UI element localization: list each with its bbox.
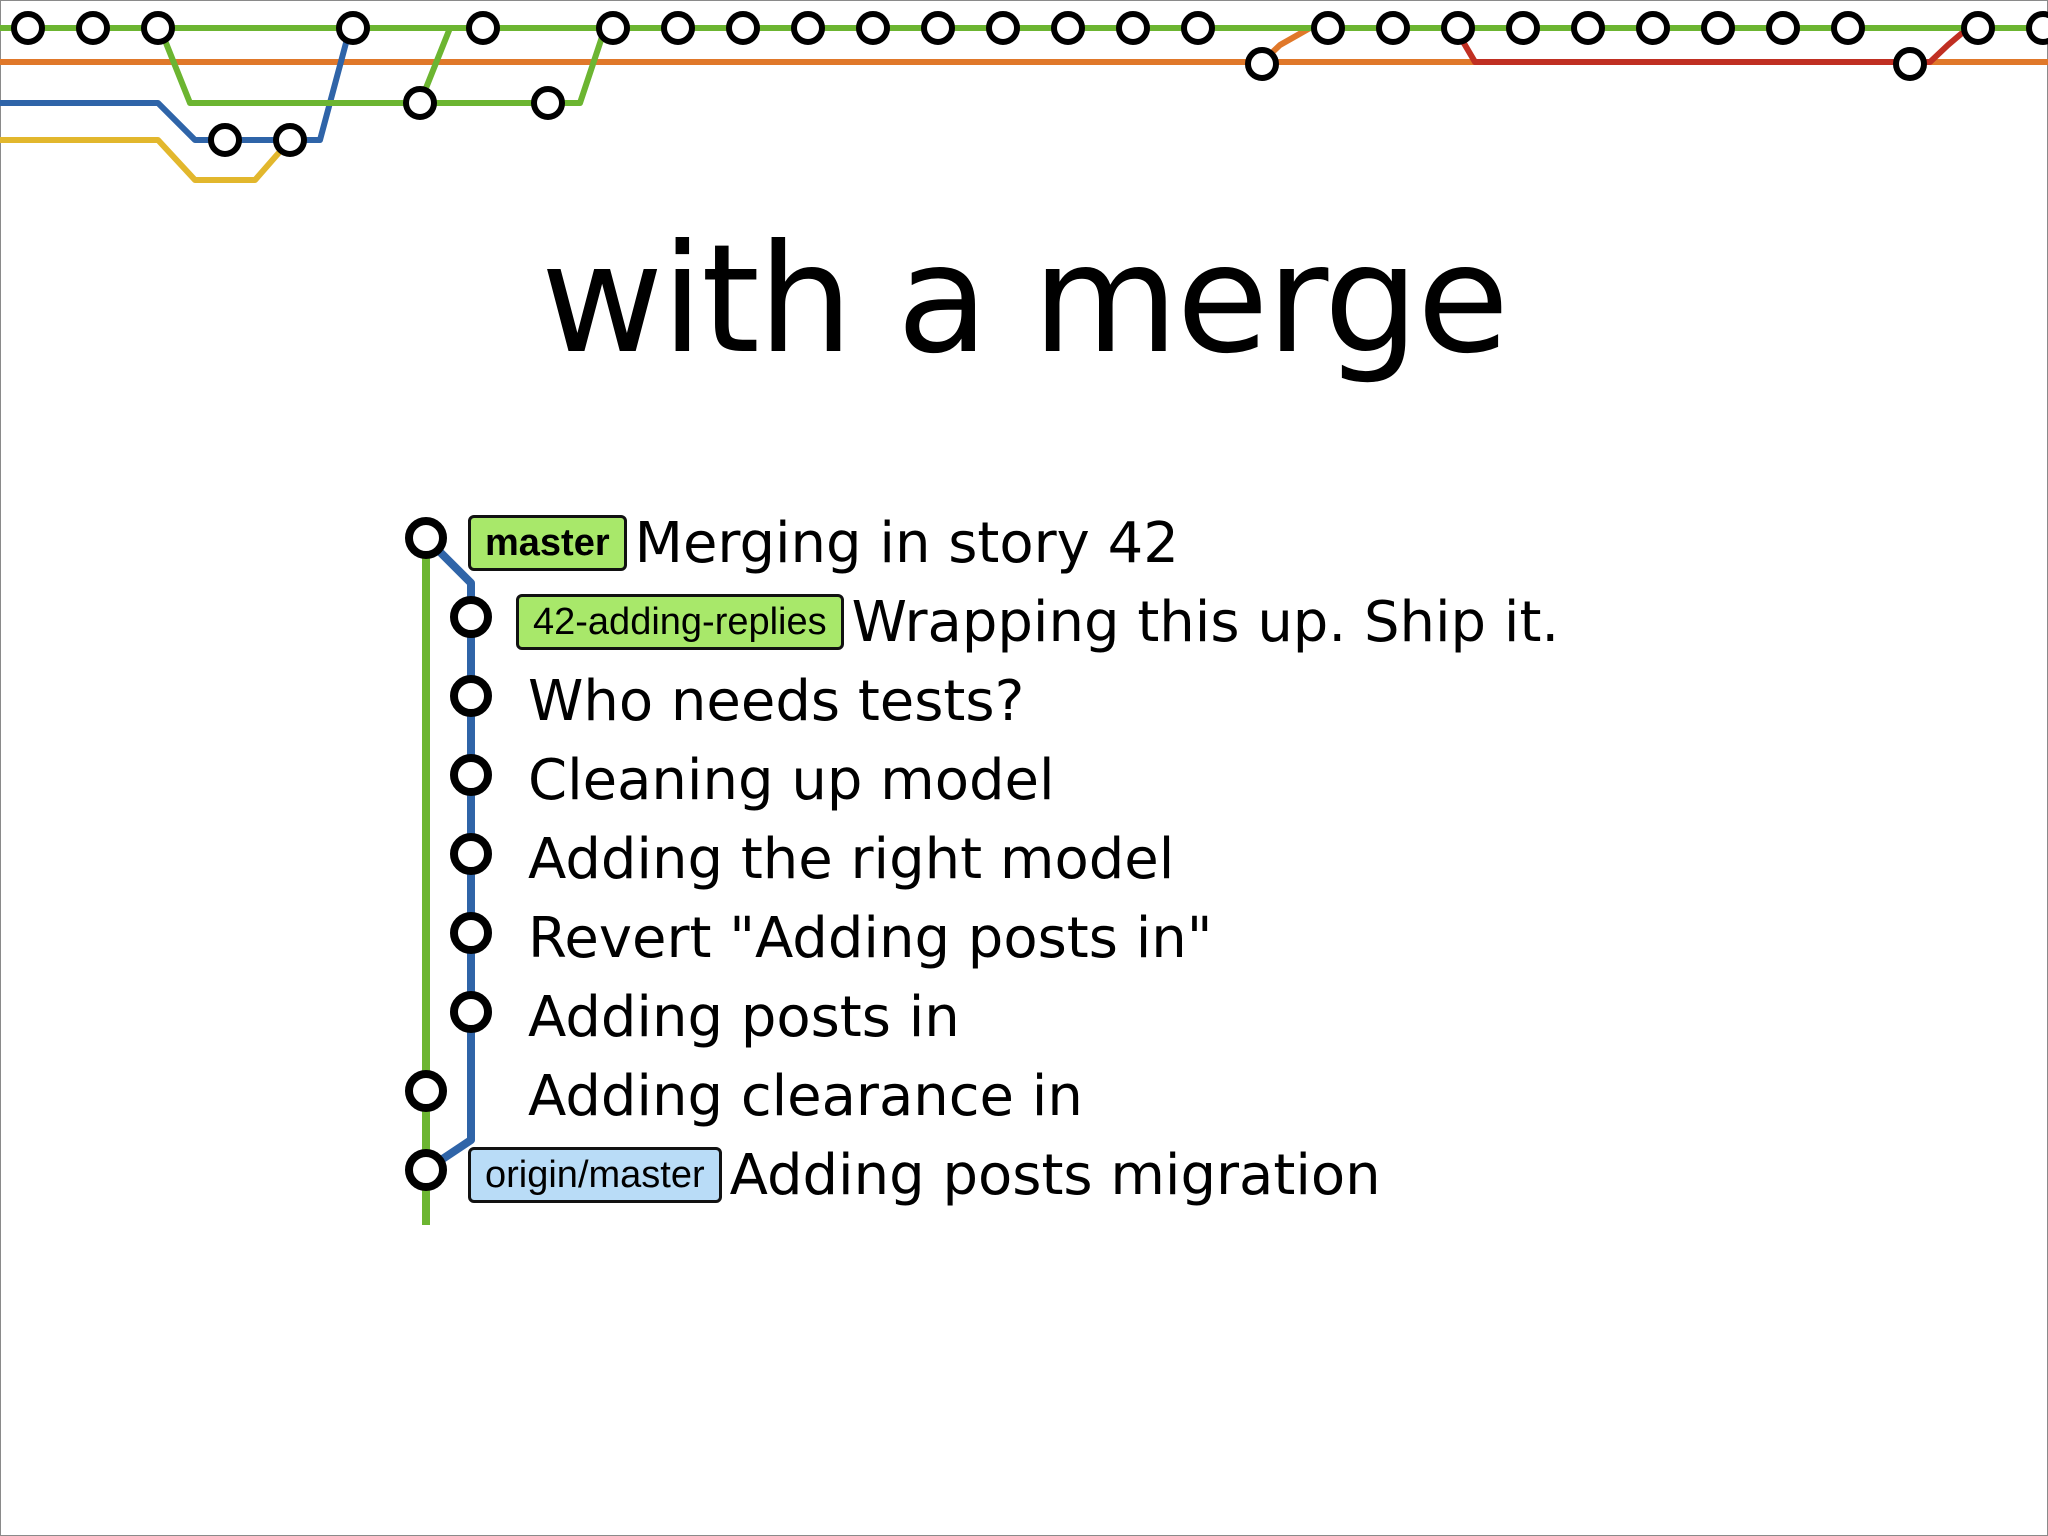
- banner-commit-node: [1311, 11, 1345, 45]
- banner-commit-node: [336, 11, 370, 45]
- commit-node: [450, 675, 492, 717]
- banner-commit-node: [1571, 11, 1605, 45]
- commit-node: [450, 912, 492, 954]
- banner-commit-node: [1831, 11, 1865, 45]
- banner-commit-node: [1636, 11, 1670, 45]
- commit-node: [450, 991, 492, 1033]
- banner-commit-node: [1376, 11, 1410, 45]
- slide-title: with a merge: [540, 213, 1509, 387]
- banner-commit-node: [273, 123, 307, 157]
- commit-node: [405, 517, 447, 559]
- local-ref-badge: master: [468, 515, 627, 571]
- banner-commit-node: [1701, 11, 1735, 45]
- commit-row: Revert "Adding posts in": [528, 898, 1213, 978]
- banner-commit-node: [661, 11, 695, 45]
- commit-row: Adding posts in: [528, 977, 960, 1057]
- banner-branch-line: [0, 137, 293, 183]
- banner-commit-node: [921, 11, 955, 45]
- commit-node: [450, 596, 492, 638]
- banner-commit-node: [531, 86, 565, 120]
- banner-commit-node: [76, 11, 110, 45]
- commit-node: [405, 1149, 447, 1191]
- commit-message: Cleaning up model: [528, 747, 1055, 813]
- commit-row: Adding clearance in: [528, 1056, 1083, 1136]
- local-ref-badge: 42-adding-replies: [516, 594, 844, 650]
- branch-banner-decoration: [0, 11, 2048, 183]
- commit-message: Revert "Adding posts in": [528, 905, 1213, 971]
- commit-node: [405, 1070, 447, 1112]
- banner-commit-node: [2026, 11, 2048, 45]
- commit-row: Adding the right model: [528, 819, 1174, 899]
- commit-message: Wrapping this up. Ship it.: [851, 589, 1560, 655]
- commit-node: [450, 754, 492, 796]
- remote-ref-badge: origin/master: [468, 1147, 722, 1203]
- banner-commit-node: [1116, 11, 1150, 45]
- commit-message: Adding clearance in: [528, 1063, 1083, 1129]
- banner-commit-node: [986, 11, 1020, 45]
- banner-commit-node: [791, 11, 825, 45]
- banner-commit-node: [856, 11, 890, 45]
- commit-message: Who needs tests?: [528, 668, 1025, 734]
- banner-commit-node: [1051, 11, 1085, 45]
- commit-row: Who needs tests?: [528, 661, 1024, 741]
- banner-commit-node: [1441, 11, 1475, 45]
- commit-message: Adding the right model: [528, 826, 1175, 892]
- commit-message: Adding posts migration: [729, 1142, 1381, 1208]
- banner-commit-node: [726, 11, 760, 45]
- commit-node: [450, 833, 492, 875]
- banner-commit-node: [596, 11, 630, 45]
- commit-message: Merging in story 42: [634, 510, 1179, 576]
- banner-commit-node: [1506, 11, 1540, 45]
- banner-commit-node: [11, 11, 45, 45]
- commit-message: Adding posts in: [528, 984, 960, 1050]
- banner-commit-node: [1893, 47, 1927, 81]
- banner-commit-node: [1961, 11, 1995, 45]
- commit-row: Cleaning up model: [528, 740, 1055, 820]
- banner-commit-node: [1766, 11, 1800, 45]
- banner-commit-node: [208, 123, 242, 157]
- banner-commit-node: [1181, 11, 1215, 45]
- banner-commit-node: [466, 11, 500, 45]
- banner-commit-node: [141, 11, 175, 45]
- banner-commit-node: [1245, 47, 1279, 81]
- banner-commit-node: [403, 86, 437, 120]
